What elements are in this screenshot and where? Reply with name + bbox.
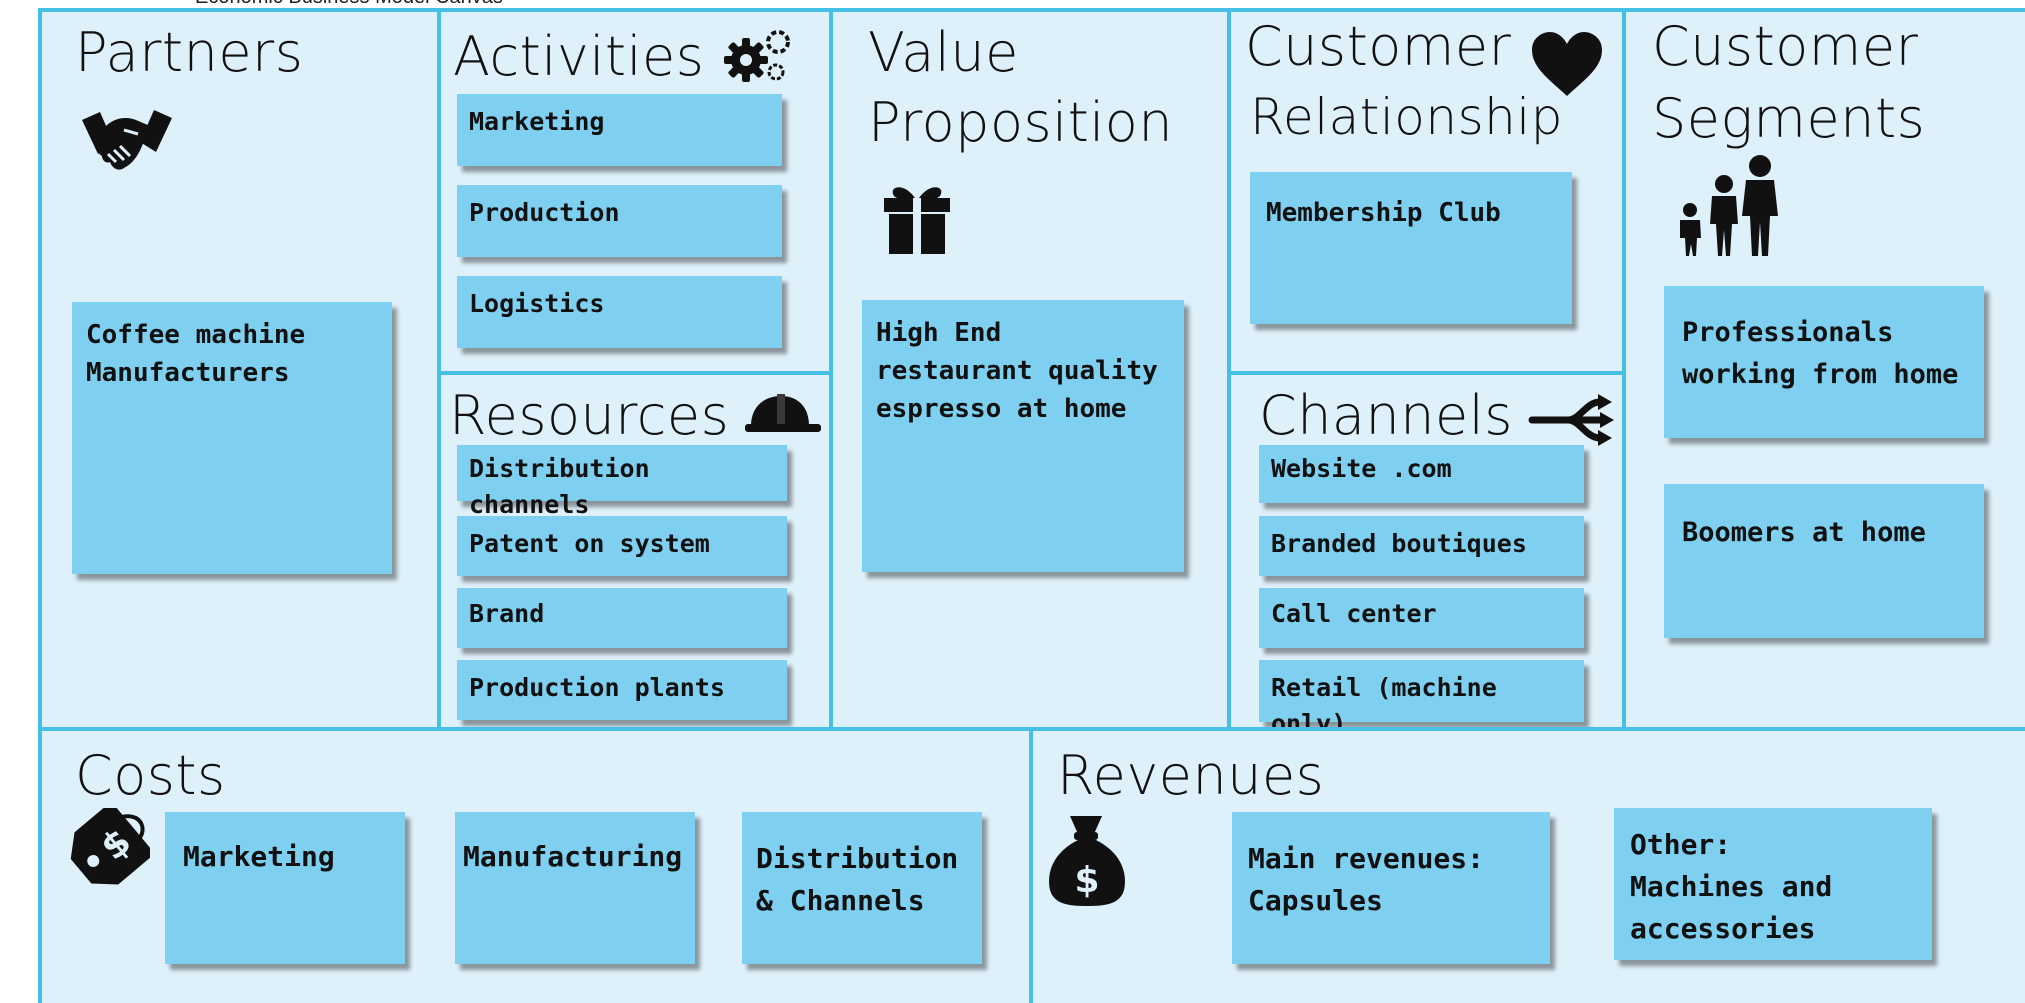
value-proposition-title-line2: Proposition bbox=[868, 91, 1174, 154]
activities-note-2: Production bbox=[457, 185, 782, 257]
value-proposition-title-line1: Value bbox=[868, 21, 1019, 84]
customer-segments-note-2: Boomers at home bbox=[1664, 484, 1984, 638]
customer-relationship-title-line1: Customer bbox=[1245, 15, 1512, 78]
channels-note-2: Branded boutiques bbox=[1259, 516, 1584, 576]
costs-note-2: Manufacturing bbox=[455, 812, 695, 964]
activities-title: Activities bbox=[453, 25, 705, 88]
customer-segments-note-1: Professionals working from home bbox=[1664, 286, 1984, 438]
activities-note-1: Marketing bbox=[457, 94, 782, 166]
resources-note-1: Distribution channels bbox=[457, 445, 787, 519]
price-tag-icon: $ bbox=[64, 808, 150, 892]
channels-note-3: Call center bbox=[1259, 588, 1584, 648]
resources-note-2: Patent on system bbox=[457, 516, 787, 576]
costs-note-3: Distribution & Channels bbox=[742, 812, 982, 964]
money-bag-icon: $ bbox=[1044, 812, 1130, 908]
activities-note-3: Logistics bbox=[457, 276, 782, 348]
gift-icon bbox=[882, 178, 952, 256]
svg-text:$: $ bbox=[1074, 860, 1099, 901]
customer-segments-title-line1: Customer bbox=[1652, 15, 1919, 78]
customer-segments-title-line2: Segments bbox=[1652, 87, 1926, 150]
costs-note-1: Marketing bbox=[165, 812, 405, 964]
resources-note-4: Production plants bbox=[457, 660, 787, 720]
partners-note: Coffee machine Manufacturers bbox=[72, 302, 392, 574]
channels-title: Channels bbox=[1259, 384, 1513, 447]
heart-icon bbox=[1530, 30, 1604, 98]
gears-icon bbox=[720, 22, 798, 86]
canvas-title: Economic Business Model Canvas bbox=[195, 0, 503, 9]
customer-relationship-note: Membership Club bbox=[1250, 172, 1572, 324]
handshake-icon bbox=[80, 104, 174, 176]
value-proposition-note: High End restaurant quality espresso at … bbox=[862, 300, 1184, 572]
revenues-note-2: Other: Machines and accessories bbox=[1614, 808, 1932, 960]
revenues-title: Revenues bbox=[1057, 744, 1325, 807]
channels-note-4: Retail (machine only) bbox=[1259, 660, 1584, 738]
channels-note-1: Website .com bbox=[1259, 445, 1584, 503]
partners-title: Partners bbox=[75, 21, 304, 84]
branching-arrows-icon bbox=[1528, 392, 1614, 448]
revenues-note-1: Main revenues: Capsules bbox=[1232, 812, 1550, 964]
customer-relationship-title-line2: Relationship bbox=[1250, 88, 1563, 146]
resources-note-3: Brand bbox=[457, 588, 787, 648]
family-icon bbox=[1672, 154, 1788, 258]
costs-title: Costs bbox=[75, 744, 226, 807]
hard-hat-icon bbox=[743, 392, 823, 438]
resources-title: Resources bbox=[449, 384, 730, 447]
